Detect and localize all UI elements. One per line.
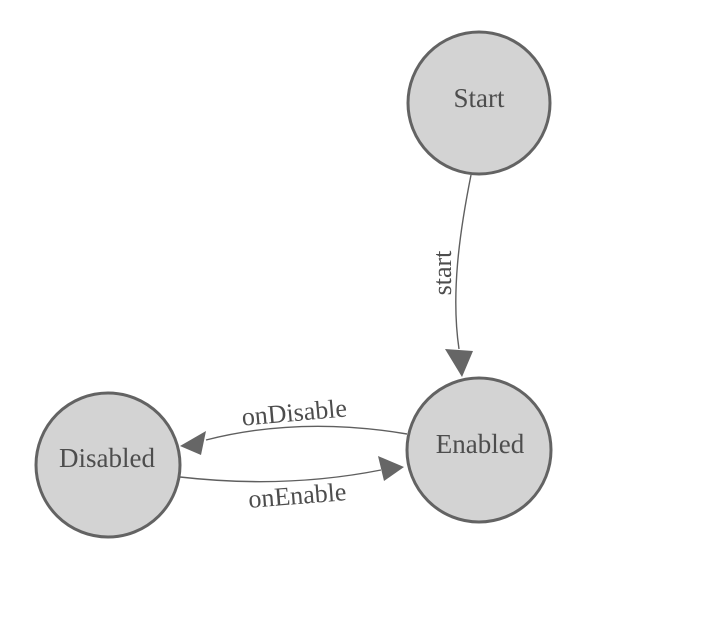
arrowhead-disabled-to-enabled bbox=[378, 456, 404, 481]
edge-start-line bbox=[455, 174, 472, 350]
arrowhead-start-to-enabled bbox=[445, 349, 473, 377]
edge-label-onenable: onEnable bbox=[247, 477, 347, 514]
state-node-start-circle bbox=[406, 30, 552, 176]
state-node-disabled-circle bbox=[34, 391, 182, 539]
edge-ondisable-line bbox=[205, 425, 408, 441]
edge-disabled-to-enabled: onEnable bbox=[179, 456, 404, 514]
state-node-start-label: Start bbox=[454, 83, 505, 113]
edge-enabled-to-disabled: onDisable bbox=[180, 393, 408, 455]
state-node-enabled: Enabled bbox=[405, 376, 553, 524]
edge-start-to-enabled: start bbox=[428, 174, 473, 377]
state-node-start: Start bbox=[406, 30, 552, 176]
state-node-enabled-circle bbox=[405, 376, 553, 524]
arrowhead-enabled-to-disabled bbox=[180, 431, 206, 455]
state-node-disabled: Disabled bbox=[34, 391, 182, 539]
edge-onenable-line bbox=[179, 469, 382, 483]
state-node-disabled-label: Disabled bbox=[59, 443, 155, 473]
edge-label-start: start bbox=[428, 250, 457, 296]
state-node-enabled-label: Enabled bbox=[436, 429, 525, 459]
